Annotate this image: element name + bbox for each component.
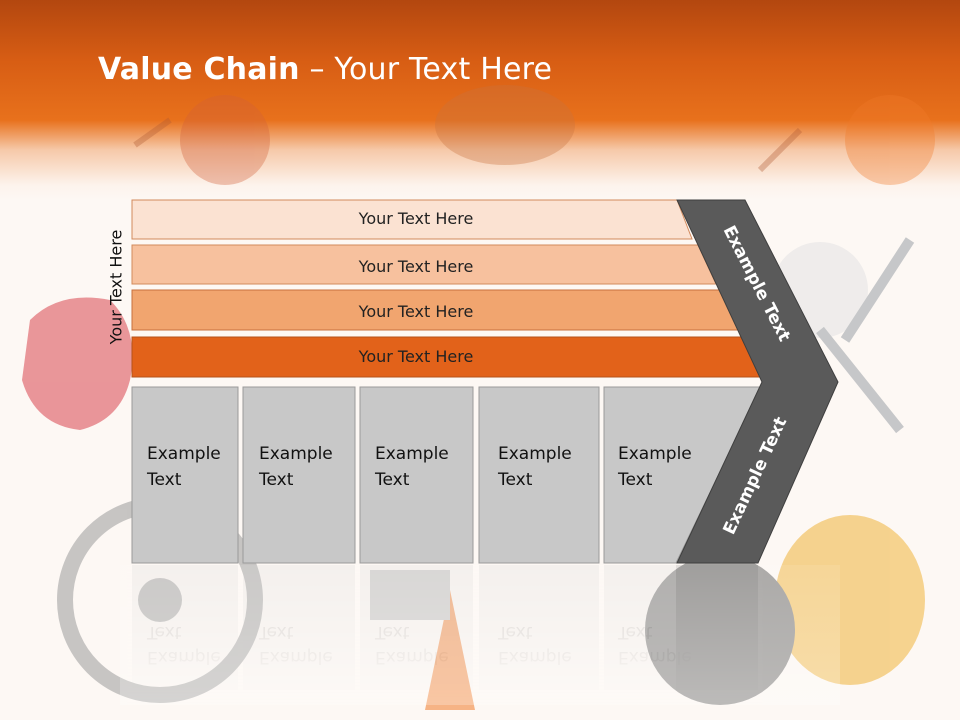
box-group: Example Text Example Text Example Text E… [131, 386, 762, 564]
band-1 [131, 199, 693, 240]
value-box-5-line1: Example [618, 444, 692, 464]
band-4-label: Your Text Here [358, 347, 474, 366]
value-box-3 [359, 386, 474, 564]
bat-icon [133, 117, 172, 148]
value-box-1-line1: Example [147, 444, 221, 464]
orange-ball-icon [845, 95, 935, 185]
hockey-stick-2-icon [816, 326, 904, 434]
value-box-1 [131, 386, 239, 564]
band-group: Your Text Here Your Text Here Your Text … [131, 199, 764, 378]
value-box-2-line1: Example [259, 444, 333, 464]
cue-icon [757, 127, 803, 173]
slide-title: Value Chain – Your Text Here [98, 52, 552, 87]
title-bold: Value Chain [98, 52, 300, 87]
title-text: Your Text Here [334, 52, 553, 87]
rugby-ball-icon [435, 85, 575, 165]
boxing-glove-icon [22, 297, 133, 430]
value-box-4 [478, 386, 600, 564]
value-box-4-line2: Text [497, 470, 533, 490]
value-box-5 [603, 386, 762, 564]
band-3-label: Your Text Here [358, 302, 474, 321]
title-banner [0, 0, 960, 200]
value-box-2 [242, 386, 356, 564]
title-separator: – [299, 52, 335, 87]
chevron-arrow [676, 199, 839, 564]
value-box-2-line2: Text [258, 470, 294, 490]
value-box-1-line2: Text [146, 470, 182, 490]
diagram-reflection: Example Example Example Example Example … [120, 565, 840, 705]
cricket-ball-icon [180, 95, 270, 185]
band-2-label: Your Text Here [358, 257, 474, 276]
hockey-stick-icon [840, 237, 915, 343]
band-1-label: Your Text Here [358, 209, 474, 228]
value-box-3-line2: Text [374, 470, 410, 490]
value-box-4-line1: Example [498, 444, 572, 464]
value-box-5-line2: Text [617, 470, 653, 490]
value-box-3-line1: Example [375, 444, 449, 464]
